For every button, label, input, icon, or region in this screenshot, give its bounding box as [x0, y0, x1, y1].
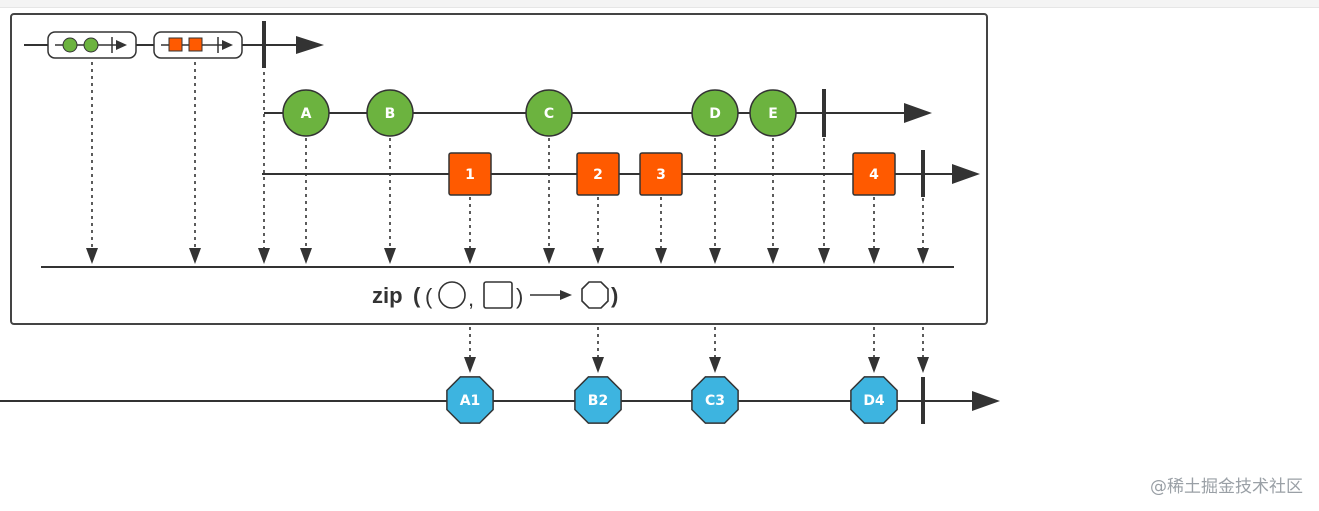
operator-frame: [10, 13, 988, 325]
square-marble: 2: [576, 152, 620, 196]
outer-dotted-arrows: [469, 327, 924, 360]
operator-label: zip ( ( , ) ): [372, 281, 618, 311]
circle-marble-label: E: [768, 106, 778, 122]
inner-dotted-arrows: [91, 62, 924, 252]
circle-marble-label: A: [301, 106, 312, 122]
circle-marble: A: [282, 89, 330, 137]
operator-name: zip: [372, 283, 403, 308]
output-marble: C3: [691, 376, 739, 424]
inner-arrow-heads: [86, 248, 929, 264]
mini-circle-stream-icon: [47, 31, 137, 59]
circle-symbol: [438, 281, 466, 309]
circle-marble: B: [366, 89, 414, 137]
square-marble-label: 1: [465, 167, 475, 183]
paren-close-bold: ): [611, 283, 618, 308]
output-marble-label: D4: [863, 393, 885, 409]
browser-top-rule: [0, 0, 1319, 8]
maps-to-arrow-head: [560, 290, 572, 300]
output-marbles: A1 B2 C3 D4: [446, 376, 898, 424]
square-marble-label: 4: [869, 167, 879, 183]
square-marble: 4: [852, 152, 896, 196]
circle-marble: C: [525, 89, 573, 137]
output-marble: B2: [574, 376, 622, 424]
comma-symbol: ,: [468, 286, 474, 311]
circle-marble-label: C: [544, 106, 554, 122]
paren-close-thin: ): [516, 284, 523, 309]
circle-marble-label: B: [385, 106, 396, 122]
output-stream-line: [0, 377, 1000, 424]
output-marble: D4: [850, 376, 898, 424]
square-marble-label: 2: [593, 167, 603, 183]
outer-arrow-heads: [464, 357, 929, 373]
paren-open-bold: (: [413, 283, 421, 308]
square-marbles: 1 2 3 4: [448, 152, 896, 196]
circle-marble: D: [691, 89, 739, 137]
circle-marble: E: [749, 89, 797, 137]
square-marble: 3: [639, 152, 683, 196]
output-marble-label: B2: [588, 393, 608, 409]
output-marble-label: C3: [705, 393, 725, 409]
mini-square-stream-icon: [153, 31, 243, 59]
output-marble: A1: [446, 376, 494, 424]
circle-marble-label: D: [709, 106, 721, 122]
paren-open-thin: (: [425, 284, 433, 309]
output-marble-label: A1: [460, 393, 481, 409]
octagon-symbol: [581, 281, 609, 309]
circle-marbles: A B C D E: [282, 89, 797, 137]
square-marble: 1: [448, 152, 492, 196]
watermark: @稀土掘金技术社区: [1150, 477, 1303, 497]
square-marble-label: 3: [656, 167, 666, 183]
square-symbol: [483, 281, 513, 309]
